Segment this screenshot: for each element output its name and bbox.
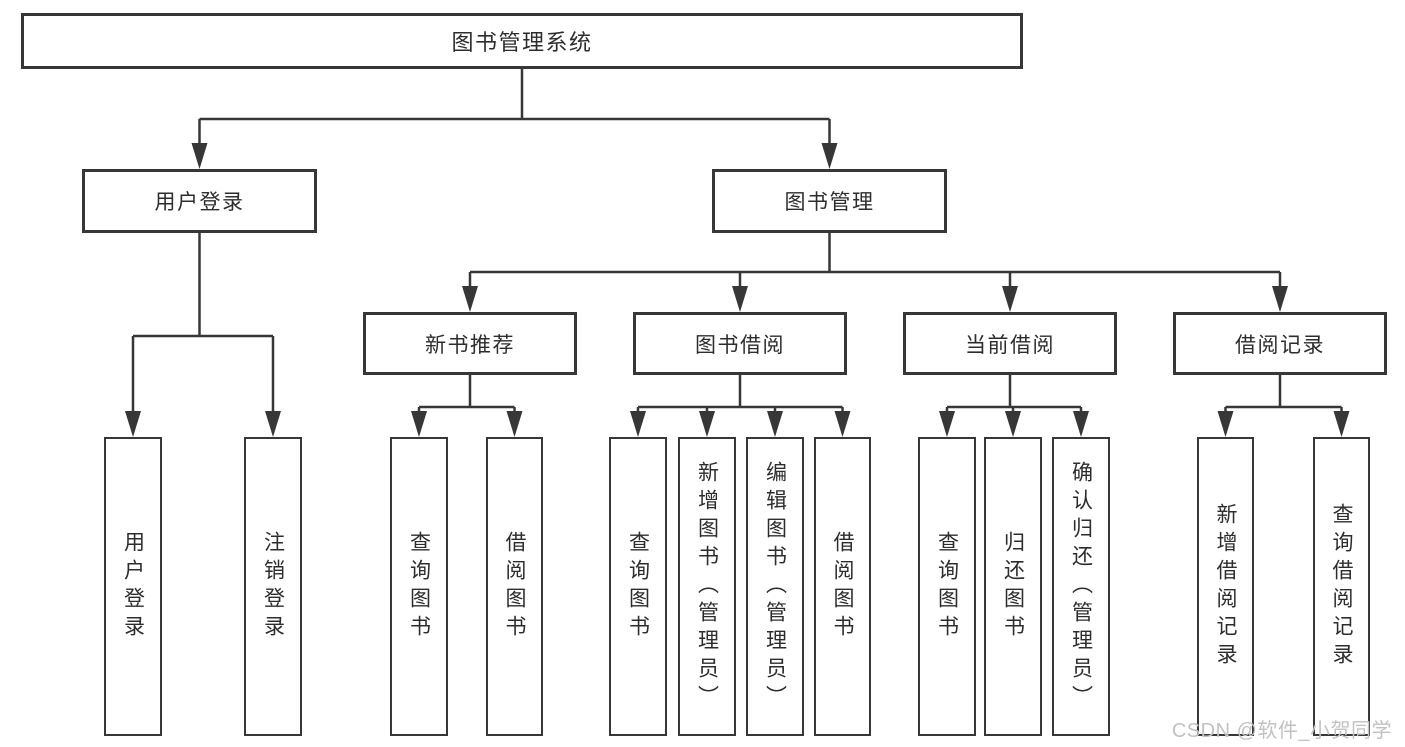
node-label: 图书管理系统 <box>451 30 593 55</box>
arrowhead-icon <box>1272 286 1288 312</box>
node-book-borrowing: 图书借阅 <box>633 312 847 375</box>
arrowhead-icon <box>1002 286 1018 312</box>
node-label: 归还图书 <box>1001 530 1025 643</box>
arrowhead-icon <box>191 143 208 169</box>
node-label: 当前借阅 <box>965 333 1055 357</box>
arrowhead-icon <box>1333 411 1350 437</box>
node-label: 查询图书 <box>935 530 959 643</box>
leaf-query-books-recommend: 查询图书 <box>390 437 448 736</box>
leaf-confirm-return-admin: 确认归还（管理员） <box>1052 437 1110 736</box>
arrowhead-icon <box>821 143 838 169</box>
leaf-borrow-books-recommend: 借阅图书 <box>486 437 543 736</box>
node-label: 新增借阅记录 <box>1214 502 1237 671</box>
leaf-query-books-borrow: 查询图书 <box>609 437 667 736</box>
node-new-book-recommendation: 新书推荐 <box>363 312 577 375</box>
leaf-query-books-current: 查询图书 <box>918 437 976 736</box>
arrowhead-icon <box>1217 411 1234 437</box>
arrowhead-icon <box>767 411 783 437</box>
leaf-query-borrow-record: 查询借阅记录 <box>1313 437 1370 736</box>
arrowhead-icon <box>125 411 141 437</box>
connector-path <box>131 69 1343 433</box>
node-current-borrowing: 当前借阅 <box>903 312 1117 375</box>
node-label: 查询图书 <box>626 530 650 643</box>
leaf-user-login: 用户登录 <box>104 437 162 736</box>
node-label: 新书推荐 <box>425 333 515 357</box>
arrowhead-icon <box>732 286 748 312</box>
leaf-add-book-admin: 新增图书（管理员） <box>678 437 736 736</box>
arrowhead-icon <box>1073 411 1089 437</box>
node-label: 用户登录 <box>121 530 145 643</box>
node-borrowing-records: 借阅记录 <box>1173 312 1387 375</box>
node-label: 确认归还（管理员） <box>1069 460 1093 713</box>
node-user-login: 用户登录 <box>82 169 317 233</box>
node-label: 借阅记录 <box>1235 333 1325 357</box>
node-label: 用户登录 <box>154 191 245 214</box>
node-label: 借阅图书 <box>503 530 526 643</box>
node-label: 图书管理 <box>784 191 875 214</box>
leaf-add-borrow-record: 新增借阅记录 <box>1197 437 1254 736</box>
arrowhead-icon <box>699 411 715 437</box>
node-label: 注销登录 <box>261 530 285 643</box>
leaf-edit-book-admin: 编辑图书（管理员） <box>746 437 804 736</box>
arrowhead-icon <box>411 411 427 437</box>
node-root: 图书管理系统 <box>21 13 1023 69</box>
node-label: 借阅图书 <box>831 530 854 643</box>
leaf-borrow-books: 借阅图书 <box>814 437 871 736</box>
node-label: 图书借阅 <box>695 333 785 357</box>
node-book-management: 图书管理 <box>712 169 947 233</box>
arrowhead-icon <box>834 411 851 437</box>
node-label: 查询借阅记录 <box>1330 502 1353 671</box>
watermark: CSDN @软件_小贺同学 <box>1171 720 1392 742</box>
arrowhead-icon <box>630 411 646 437</box>
arrowhead-icon <box>1005 411 1021 437</box>
leaf-logout: 注销登录 <box>244 437 302 736</box>
arrowhead-icon <box>939 411 955 437</box>
leaf-return-book: 归还图书 <box>984 437 1042 736</box>
arrowhead-icon <box>506 411 523 437</box>
node-label: 查询图书 <box>407 530 431 643</box>
arrowhead-icon <box>462 286 478 312</box>
arrowhead-icon <box>265 411 281 437</box>
node-label: 新增图书（管理员） <box>695 460 719 713</box>
node-label: 编辑图书（管理员） <box>763 460 787 713</box>
